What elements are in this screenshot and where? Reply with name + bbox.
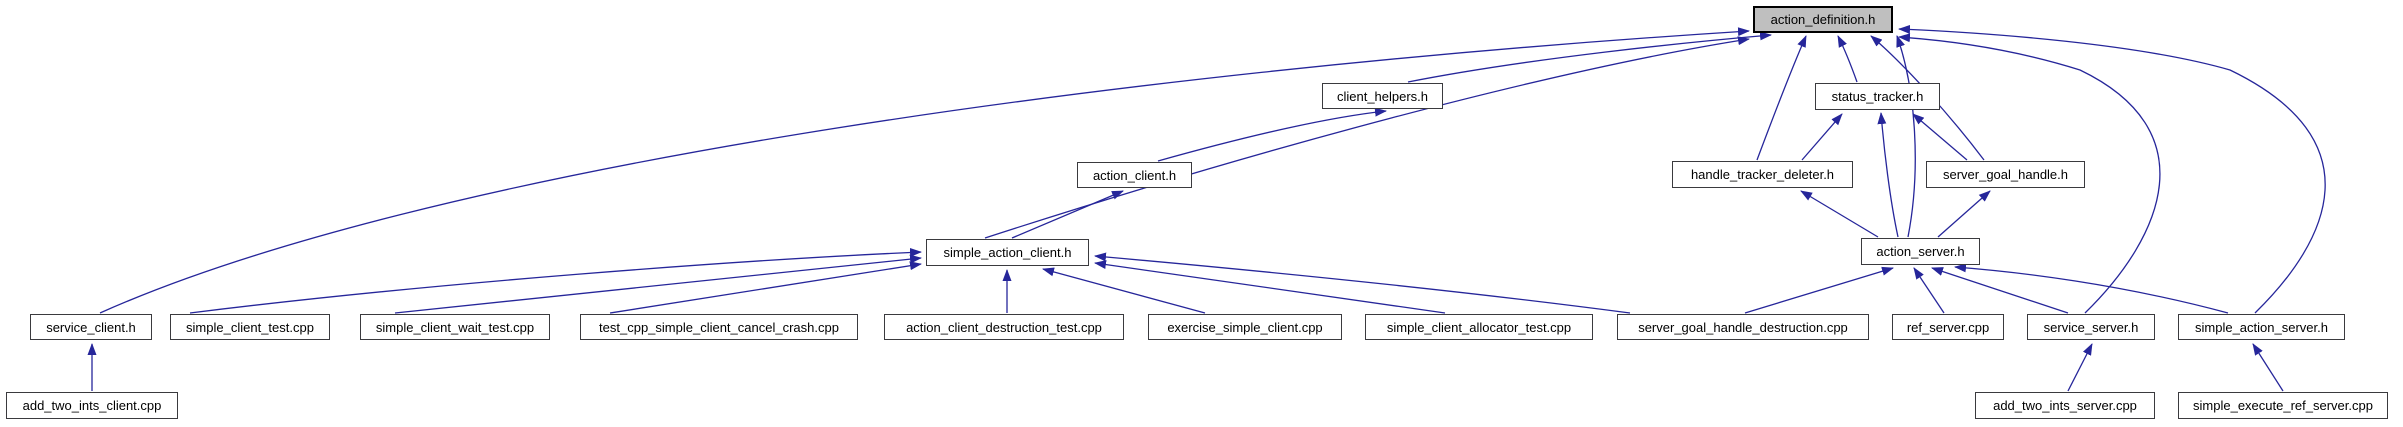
node-service_client_h[interactable]: service_client.h [30,314,152,340]
node-label: add_two_ints_client.cpp [22,398,162,413]
edge-action_server_h-to-handle_tracker_deleter_h [1800,190,1879,238]
edge-simple_execute_ref_server_cpp-to-simple_action_server_h [2252,343,2284,392]
node-label: simple_action_server.h [2195,319,2328,335]
node-label: service_client.h [46,319,136,335]
node-label: simple_client_allocator_test.cpp [1386,319,1572,335]
edge-simple_client_wait_test_cpp-to-simple_action_client_h [394,254,922,314]
edge-action_server_h-to-action_definition_h [1896,35,1916,238]
edge-action_server_h-to-server_goal_handle_h [1937,190,1991,238]
edge-simple_client_allocator_test_cpp-to-simple_action_client_h [1094,260,1446,314]
edge-ref_server_cpp-to-action_server_h [1913,267,1945,314]
node-label: handle_tracker_deleter.h [1690,167,1835,182]
node-service_server_h[interactable]: service_server.h [2027,314,2155,340]
node-label: simple_execute_ref_server.cpp [2193,398,2373,413]
edge-simple_client_test_cpp-to-simple_action_client_h [189,247,922,314]
node-label: action_definition.h [1770,12,1876,27]
node-label: action_client.h [1092,167,1177,183]
node-ref_server_cpp[interactable]: ref_server.cpp [1892,314,2004,340]
node-simple_client_allocator_test_cpp[interactable]: simple_client_allocator_test.cpp [1365,314,1593,340]
edge-simple_action_server_h-to-action_server_h [1954,263,2229,314]
node-action_client_destruction_test_cpp[interactable]: action_client_destruction_test.cpp [884,314,1124,340]
node-add_two_ints_client_cpp[interactable]: add_two_ints_client.cpp [6,392,178,419]
node-label: action_client_destruction_test.cpp [906,319,1102,335]
node-label: action_server.h [1876,244,1965,259]
edge-service_server_h-to-action_server_h [1931,267,2069,314]
edge-action_client_h-to-client_helpers_h [1157,107,1387,162]
node-label: exercise_simple_client.cpp [1167,319,1323,335]
node-label: service_server.h [2043,319,2139,335]
edge-server_goal_handle_destruction_cpp-to-simple_action_client_h [1094,252,1631,314]
node-handle_tracker_deleter_h[interactable]: handle_tracker_deleter.h [1672,161,1853,188]
edge-test_cpp_simple_client_cancel_crash_cpp-to-simple_action_client_h [609,261,922,314]
edge-exercise_simple_client_cpp-to-simple_action_client_h [1042,267,1206,314]
node-label: simple_client_test.cpp [186,319,314,335]
node-label: simple_client_wait_test.cpp [375,319,535,335]
node-label: client_helpers.h [1336,88,1429,104]
node-label: server_goal_handle_destruction.cpp [1638,319,1848,335]
edge-handle_tracker_deleter_h-to-action_definition_h [1756,35,1807,161]
node-status_tracker_h[interactable]: status_tracker.h [1815,83,1940,110]
node-exercise_simple_client_cpp[interactable]: exercise_simple_client.cpp [1148,314,1342,340]
node-simple_action_server_h[interactable]: simple_action_server.h [2178,314,2345,340]
node-test_cpp_simple_client_cancel_crash_cpp[interactable]: test_cpp_simple_client_cancel_crash.cpp [580,314,858,340]
node-client_helpers_h[interactable]: client_helpers.h [1322,83,1443,109]
edge-handle_tracker_deleter_h-to-status_tracker_h [1801,113,1843,161]
node-simple_action_client_h[interactable]: simple_action_client.h [926,239,1089,266]
node-simple_client_wait_test_cpp[interactable]: simple_client_wait_test.cpp [360,314,550,340]
node-label: test_cpp_simple_client_cancel_crash.cpp [599,319,839,335]
edge-service_client_h-to-action_definition_h [99,27,1750,314]
node-action_client_h[interactable]: action_client.h [1077,162,1192,188]
node-label: status_tracker.h [1831,89,1924,104]
node-label: ref_server.cpp [1906,319,1990,335]
edge-status_tracker_h-to-action_definition_h [1837,35,1858,83]
node-server_goal_handle_h[interactable]: server_goal_handle.h [1926,161,2085,188]
node-simple_execute_ref_server_cpp[interactable]: simple_execute_ref_server.cpp [2178,392,2388,419]
edge-simple_action_client_h-to-action_definition_h [984,36,1750,239]
node-add_two_ints_server_cpp[interactable]: add_two_ints_server.cpp [1975,392,2155,419]
node-simple_client_test_cpp[interactable]: simple_client_test.cpp [170,314,330,340]
edge-action_server_h-to-status_tracker_h [1877,112,1899,238]
edge-simple_action_client_h-to-action_client_h [1011,190,1124,239]
node-server_goal_handle_destruction_cpp[interactable]: server_goal_handle_destruction.cpp [1617,314,1869,340]
node-label: add_two_ints_server.cpp [1993,398,2137,413]
edge-service_server_h-to-action_definition_h [1898,33,2161,314]
edge-server_goal_handle_destruction_cpp-to-action_server_h [1744,266,1894,314]
node-label: simple_action_client.h [943,245,1072,260]
edge-server_goal_handle_h-to-status_tracker_h [1912,113,1968,161]
node-label: server_goal_handle.h [1942,167,2069,182]
edge-add_two_ints_server_cpp-to-service_server_h [2067,343,2093,392]
node-action_definition_h: action_definition.h [1753,6,1893,33]
node-action_server_h[interactable]: action_server.h [1861,238,1980,265]
edge-client_helpers_h-to-action_definition_h [1407,31,1772,83]
edge-simple_action_server_h-to-action_definition_h [1898,24,2326,314]
